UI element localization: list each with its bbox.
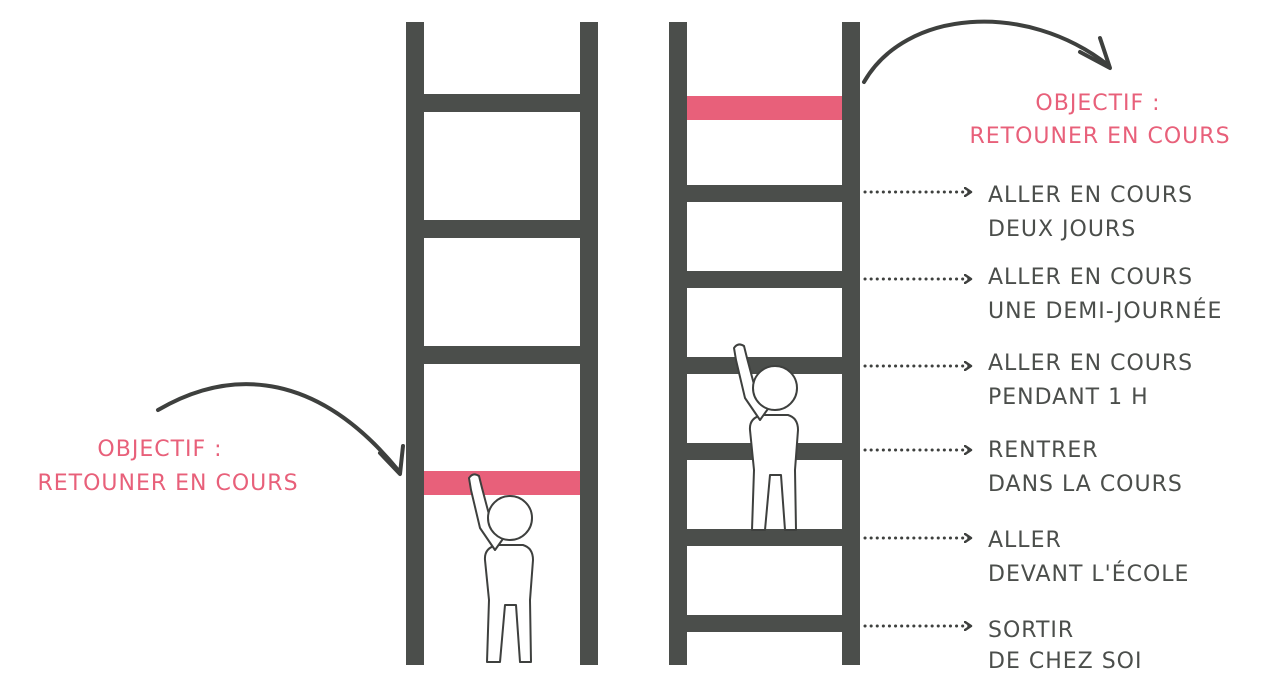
right-ladder-rail-left (669, 22, 687, 665)
right-goal-line1: OBJECTIF : (1035, 91, 1160, 116)
right-goal-line2: RETOUNER EN COURS (969, 124, 1230, 149)
step-5-line2: DEVANT L'ÉCOLE (988, 561, 1189, 587)
right-ladder-rail-right (842, 22, 860, 665)
step-1-line2: DEUX JOURS (988, 217, 1136, 242)
right-person-figure (734, 344, 798, 530)
right-ladder-rung (687, 185, 842, 202)
step-3-line2: PENDANT 1 H (988, 385, 1149, 410)
right-ladder (669, 22, 860, 665)
step-6-line2: DE CHEZ SOI (988, 649, 1142, 674)
right-ladder-rung (687, 615, 842, 632)
right-ladder-rung (687, 529, 842, 546)
right-ladder-rung (687, 271, 842, 288)
right-goal-arrow (864, 22, 1108, 82)
left-ladder-goal-rung (424, 471, 580, 495)
left-goal-line2: RETOUNER EN COURS (37, 471, 298, 496)
step-4-line1: RENTRER (988, 438, 1099, 463)
step-1-line1: ALLER EN COURS (988, 183, 1193, 208)
step-labels: ALLER EN COURS DEUX JOURS ALLER EN COURS… (988, 183, 1222, 674)
right-ladder-goal-rung (687, 96, 842, 120)
left-ladder-rung (424, 346, 580, 364)
step-2-line1: ALLER EN COURS (988, 265, 1193, 290)
left-ladder-rung (424, 220, 580, 238)
step-4-line2: DANS LA COURS (988, 472, 1183, 497)
left-ladder-rail-left (406, 22, 424, 665)
step-3-line1: ALLER EN COURS (988, 351, 1193, 376)
left-goal-line1: OBJECTIF : (97, 437, 222, 462)
left-person-figure (469, 474, 533, 662)
right-goal-arrowhead (1080, 38, 1110, 68)
step-2-line2: UNE DEMI-JOURNÉE (988, 298, 1222, 324)
left-ladder-rung (424, 94, 580, 112)
step-5-line1: ALLER (988, 528, 1062, 553)
step-pointers (865, 192, 970, 626)
left-ladder-rail-right (580, 22, 598, 665)
step-6-line1: SORTIR (988, 618, 1074, 643)
